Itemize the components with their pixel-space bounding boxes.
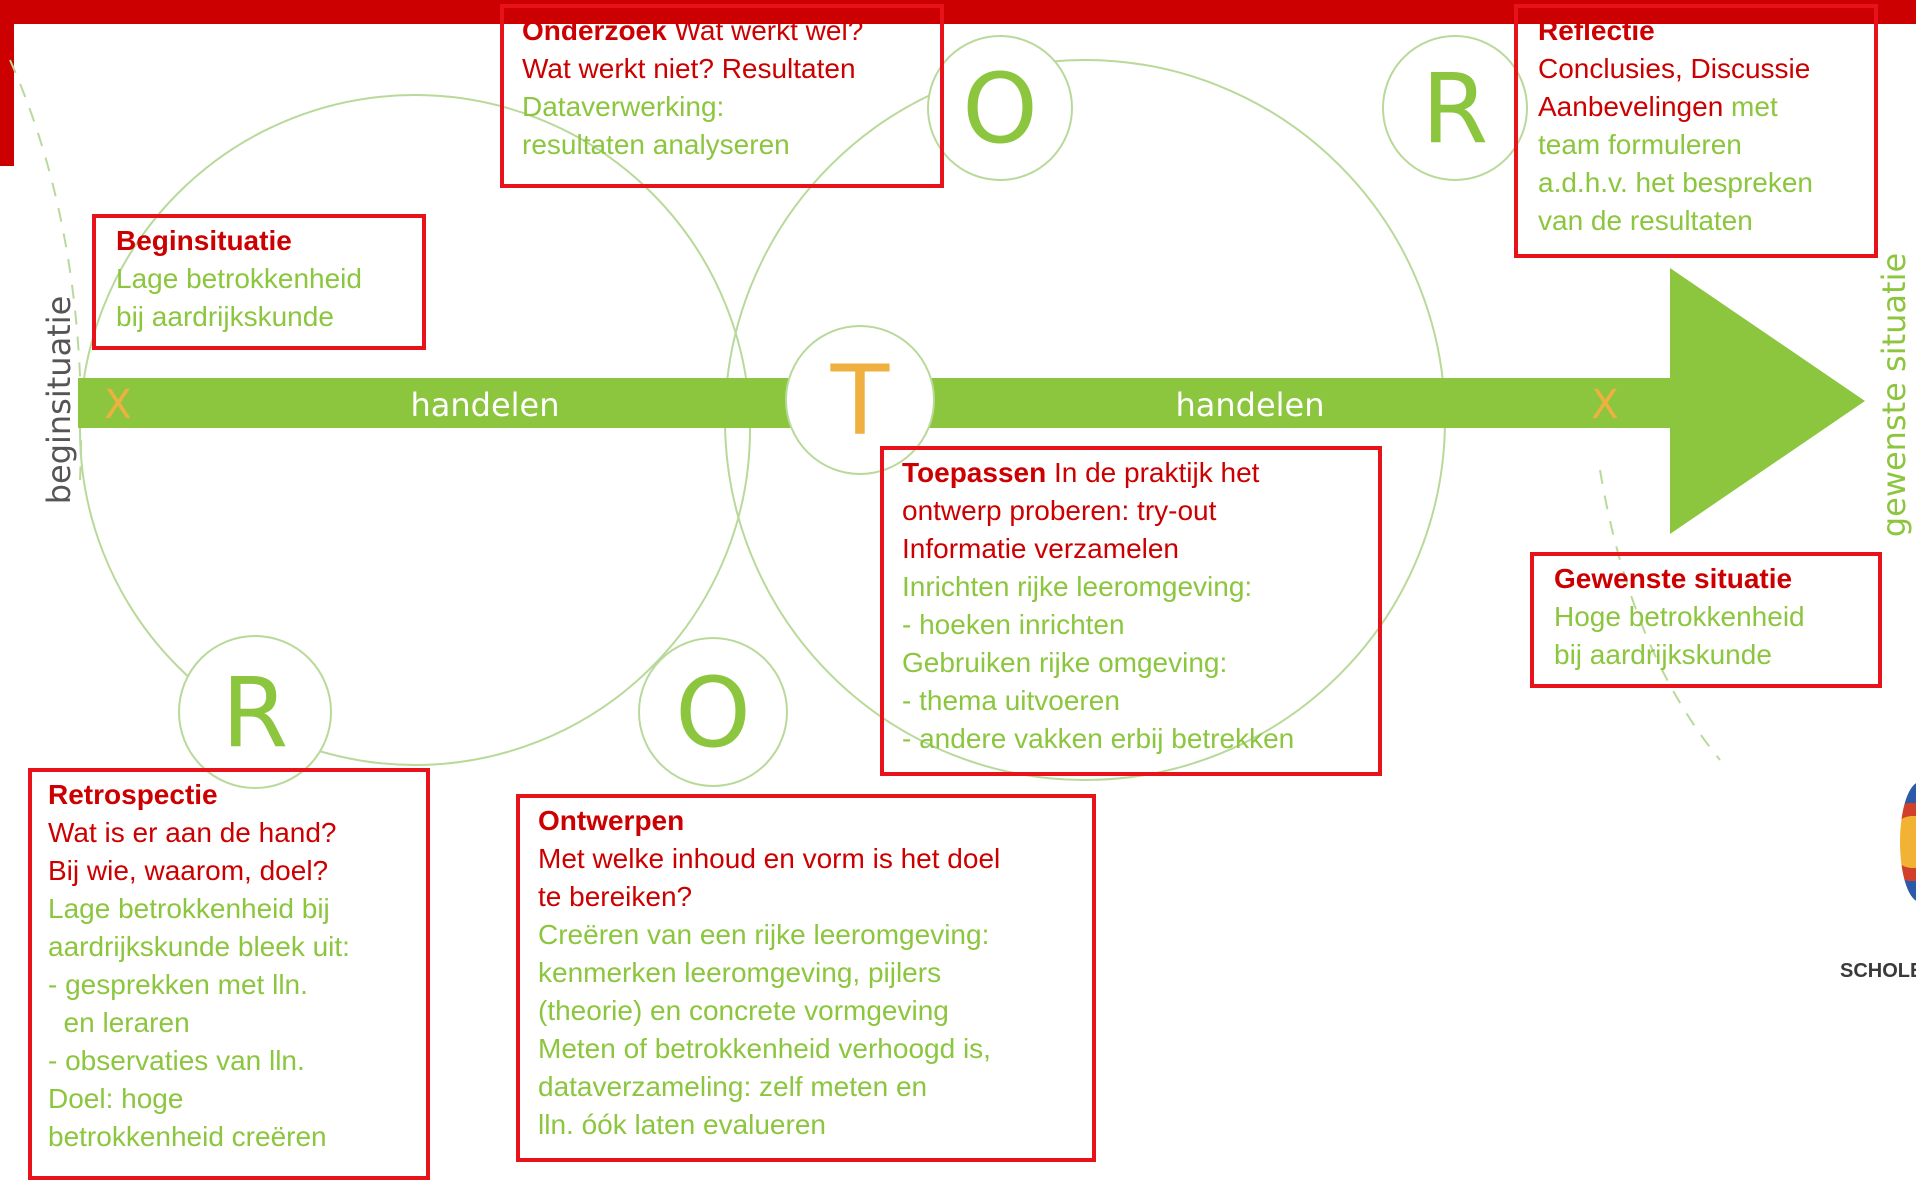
circle-onderzoek	[927, 35, 1073, 181]
box-ontwerpen-title: Ontwerpen	[538, 805, 685, 836]
start-marker: X	[104, 382, 131, 428]
box-onderzoek-title: Onderzoek	[522, 15, 667, 46]
left-accent-bar	[0, 0, 14, 166]
right-dashed-curve	[1599, 469, 1721, 761]
circle-ontwerpen	[638, 637, 788, 787]
circle-reflectie	[1382, 35, 1528, 181]
arrow-label-left: handelen	[410, 386, 559, 424]
box-gewenste-situatie: Gewenste situatie Hoge betrokkenheid bij…	[1530, 552, 1882, 688]
vertical-label-gewenste-situatie: gewenste situatie	[1875, 253, 1913, 537]
vertical-label-beginsituatie: beginsituatie	[40, 296, 78, 505]
box-toepassen: Toepassen In de praktijk het ontwerp pro…	[880, 446, 1382, 776]
box-beginsituatie-title: Beginsituatie	[116, 225, 292, 256]
letter-toepassen: T	[830, 345, 890, 457]
box-retrospectie-title: Retrospectie	[48, 779, 218, 810]
box-gewenste-title: Gewenste situatie	[1554, 563, 1793, 594]
lower-cycle-circle	[79, 94, 751, 766]
box-retrospectie: Retrospectie Wat is er aan de hand? Bij …	[28, 768, 430, 1180]
box-onderzoek: Onderzoek Wat werkt wel? Wat werkt niet?…	[500, 4, 944, 188]
letter-retrospectie: R	[222, 657, 289, 769]
main-arrow-head	[1670, 268, 1865, 534]
arrow-label-right: handelen	[1175, 386, 1324, 424]
circle-retrospectie	[178, 635, 332, 789]
box-ontwerpen: Ontwerpen Met welke inhoud en vorm is he…	[516, 794, 1096, 1162]
circle-toepassen	[785, 325, 935, 475]
box-toepassen-title: Toepassen	[902, 457, 1047, 488]
letter-reflectie: R	[1422, 53, 1489, 165]
box-reflectie: Reflectie Conclusies, Discussie Aanbevel…	[1514, 4, 1878, 258]
school-seal-logo	[1900, 782, 1916, 902]
letter-onderzoek: O	[962, 53, 1038, 165]
letter-ontwerpen: O	[675, 657, 751, 769]
box-beginsituatie: Beginsituatie Lage betrokkenheid bij aar…	[92, 214, 426, 350]
end-marker: X	[1591, 382, 1618, 428]
box-reflectie-title: Reflectie	[1538, 15, 1655, 46]
school-logo-text: SCHOLEN	[1840, 960, 1916, 982]
